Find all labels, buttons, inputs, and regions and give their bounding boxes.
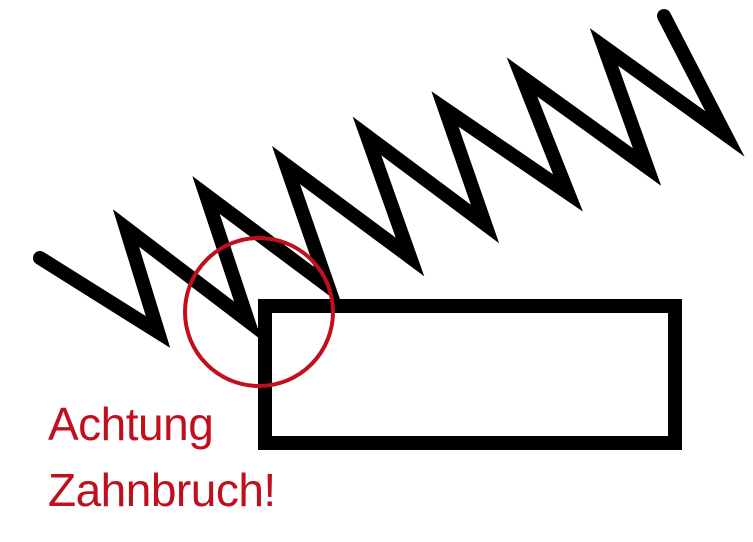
warning-text-line-1: Achtung [48, 398, 213, 450]
rectangular-block [258, 299, 682, 450]
highlight-circle [183, 236, 335, 388]
tooth-rack-zigzag [33, 9, 745, 348]
warning-text-line-2: Zahnbruch! [48, 464, 276, 516]
